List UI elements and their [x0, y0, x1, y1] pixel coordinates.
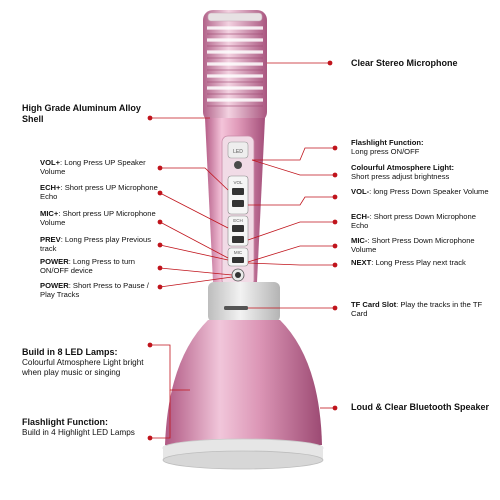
label-power-long: POWER: Long Press to turn ON/OFF device	[40, 257, 135, 275]
label-mic-plus: MIC+: Short press UP Microphone Volume	[40, 209, 156, 227]
label-atmosphere-light: Colourful Atmosphere Light: Short press …	[351, 163, 455, 181]
label-vol-minus: VOL-: long Press Down Speaker Volume	[351, 187, 489, 196]
ech-button-label: ECH	[233, 218, 243, 223]
label-ech-plus: ECH+: Short press UP Microphone Echo	[40, 183, 158, 201]
label-vol-plus: VOL+: Long Press UP Speaker Volume	[40, 158, 146, 176]
tf-card-collar	[208, 282, 280, 322]
label-ech-minus: ECH-: Short press Down Microphone Echo	[351, 212, 476, 230]
tf-card-slot	[224, 306, 248, 310]
microphone-grill	[203, 10, 267, 122]
label-next: NEXT: Long Press Play next track	[351, 258, 466, 267]
mic-button-label: MIC	[234, 250, 243, 255]
led-button	[227, 141, 249, 159]
label-bluetooth-speaker: Loud & Clear Bluetooth Speaker	[351, 402, 490, 412]
control-buttons: LED VOL ECH MIC	[227, 141, 249, 282]
label-tf-card: TF Card Slot: Play the tracks in the TF …	[351, 300, 483, 318]
label-flashlight-function: Flashlight Function: Long press ON/OFF	[351, 138, 424, 156]
label-prev: PREV: Long Press play Previous track	[40, 235, 152, 253]
label-power-short: POWER: Short Press to Pause / Play Track…	[40, 281, 149, 299]
label-flashlight-leds: Flashlight Function: Build in 4 Highligh…	[22, 417, 135, 437]
label-aluminum-shell: High Grade Aluminum Alloy Shell	[22, 103, 141, 124]
leader-lines	[150, 62, 335, 439]
led-button-label: LED	[233, 149, 243, 155]
flashlight-button-icon	[234, 161, 242, 169]
label-clear-stereo-mic: Clear Stereo Microphone	[351, 58, 458, 68]
speaker-base	[162, 320, 324, 470]
label-mic-minus: MIC-: Short Press Down Microphone Volume	[351, 236, 475, 254]
label-led-lamps: Build in 8 LED Lamps: Colourful Atmosphe…	[22, 347, 144, 377]
leader-dots	[147, 60, 338, 441]
vol-button-label: VOL	[233, 180, 243, 185]
